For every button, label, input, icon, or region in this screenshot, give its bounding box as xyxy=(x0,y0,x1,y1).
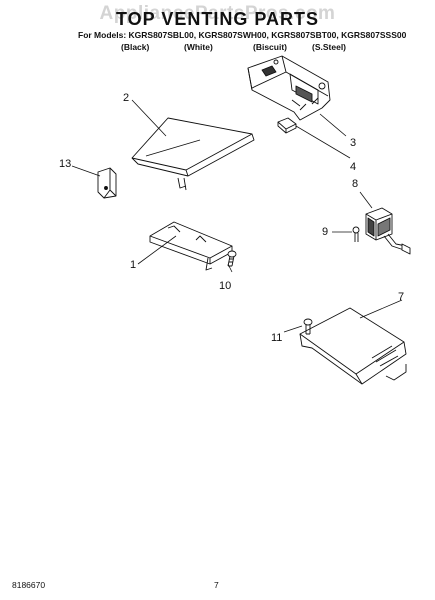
color-label-black: (Black) xyxy=(121,42,150,52)
footer-page-number: 7 xyxy=(214,580,219,590)
callout-11: 11 xyxy=(271,332,283,344)
part-2-duct xyxy=(131,117,255,191)
color-label-biscuit: (Biscuit) xyxy=(253,42,287,52)
callout-13: 13 xyxy=(59,158,72,170)
part-7-cover xyxy=(299,307,407,385)
part-13-bracket xyxy=(97,167,117,199)
callout-7: 7 xyxy=(398,291,405,303)
footer-doc-number: 8186670 xyxy=(12,580,46,590)
models-line: For Models: KGRS807SBL00, KGRS807SWH00, … xyxy=(78,30,407,40)
page-title: TOP VENTING PARTS xyxy=(115,9,320,29)
part-4-connector xyxy=(277,117,297,134)
watermark: AppliancePartsPros.com xyxy=(99,3,336,24)
callout-3: 3 xyxy=(350,137,357,149)
part-11-screw xyxy=(303,318,313,335)
part-8-transformer xyxy=(365,207,411,255)
callout-4: 4 xyxy=(350,161,357,173)
color-label-steel: (S.Steel) xyxy=(312,42,347,52)
part-3-assembly xyxy=(247,55,331,121)
callout-2: 2 xyxy=(123,92,130,104)
callout-8: 8 xyxy=(352,178,359,190)
part-10-screw xyxy=(227,250,237,267)
callout-10: 10 xyxy=(219,280,232,292)
callout-1: 1 xyxy=(130,259,137,271)
leader-lines xyxy=(71,99,403,333)
color-label-white: (White) xyxy=(184,42,213,52)
part-9-screw xyxy=(352,226,360,242)
callout-9: 9 xyxy=(322,226,329,238)
